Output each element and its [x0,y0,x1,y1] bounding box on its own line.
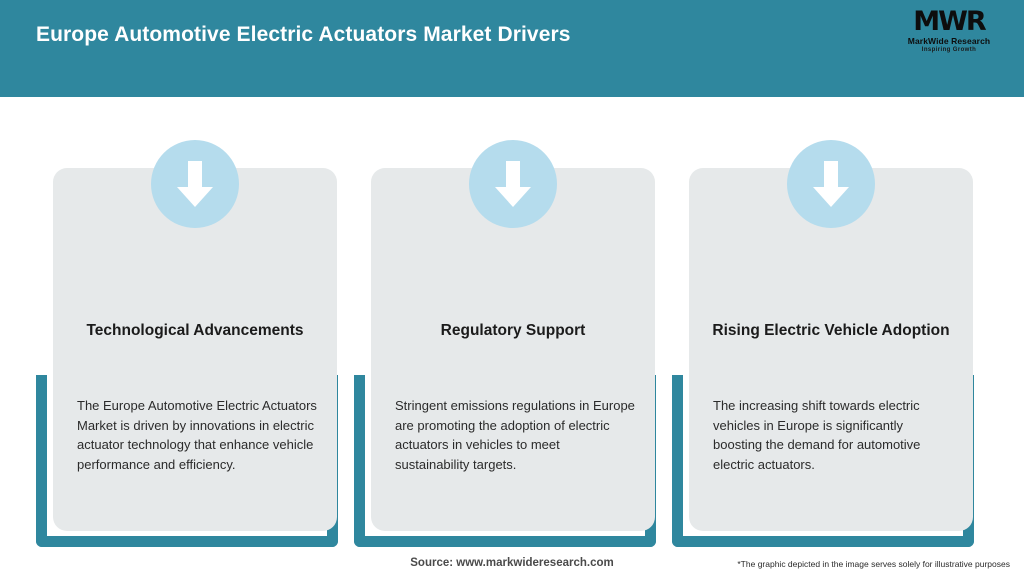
driver-card-2: Regulatory Support Stringent emissions r… [354,97,656,547]
brand-logo: MWR MarkWide Research Inspiring Growth [897,8,1001,58]
driver-card-1: Technological Advancements The Europe Au… [36,97,338,547]
driver-cards-row: Technological Advancements The Europe Au… [0,97,1024,547]
card-description: The Europe Automotive Electric Actuators… [77,398,317,472]
down-arrow-icon [787,140,875,228]
card-title: Regulatory Support [440,322,586,339]
logo-monogram: MWR [913,6,986,37]
card-description: Stringent emissions regulations in Europ… [395,398,635,472]
card-title: Technological Advancements [86,322,304,339]
card-surface: Regulatory Support Stringent emissions r… [371,168,655,531]
card-surface: Technological Advancements The Europe Au… [53,168,337,531]
source-label: Source: www.markwideresearch.com [410,557,614,569]
disclaimer-note: *The graphic depicted in the image serve… [737,559,1010,569]
page-title: Europe Automotive Electric Actuators Mar… [36,23,571,46]
card-title: Rising Electric Vehicle Adoption [712,322,950,339]
card-description: The increasing shift towards electric ve… [713,398,921,472]
card-surface: Rising Electric Vehicle Adoption The inc… [689,168,973,531]
down-arrow-icon [469,140,557,228]
down-arrow-icon [151,140,239,228]
logo-tagline: Inspiring Growth [921,47,977,53]
page-header: Europe Automotive Electric Actuators Mar… [0,0,1024,97]
logo-company-name: MarkWide Research [907,36,991,46]
driver-card-3: Rising Electric Vehicle Adoption The inc… [672,97,974,547]
